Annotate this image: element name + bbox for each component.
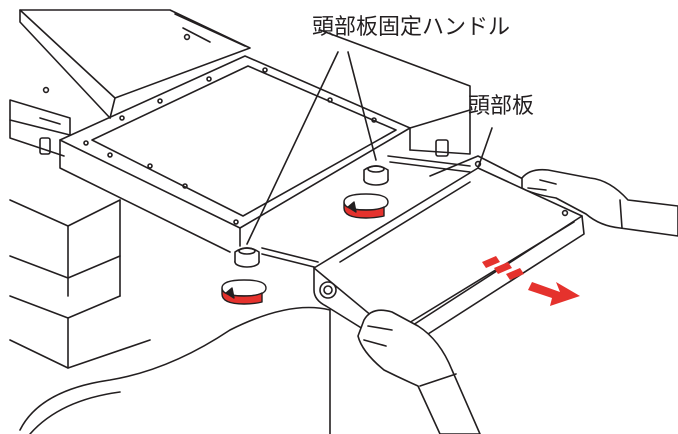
rotation-arrow-icon (221, 279, 267, 305)
table-top (59, 55, 411, 253)
pull-direction-arrow-icon (482, 256, 580, 306)
right-rail (319, 29, 471, 157)
left-hand (357, 309, 481, 434)
fixing-handle-right (363, 165, 389, 186)
rotation-arrow-icon (343, 193, 389, 219)
head-board-label: 頭部板 (468, 94, 535, 119)
base-column (9, 199, 331, 434)
right-hand (521, 168, 678, 237)
leader-lines (246, 51, 493, 245)
fixing-handle-left (234, 247, 260, 268)
handle-label: 頭部板固定ハンドル (312, 15, 511, 40)
table-frame (9, 9, 251, 157)
